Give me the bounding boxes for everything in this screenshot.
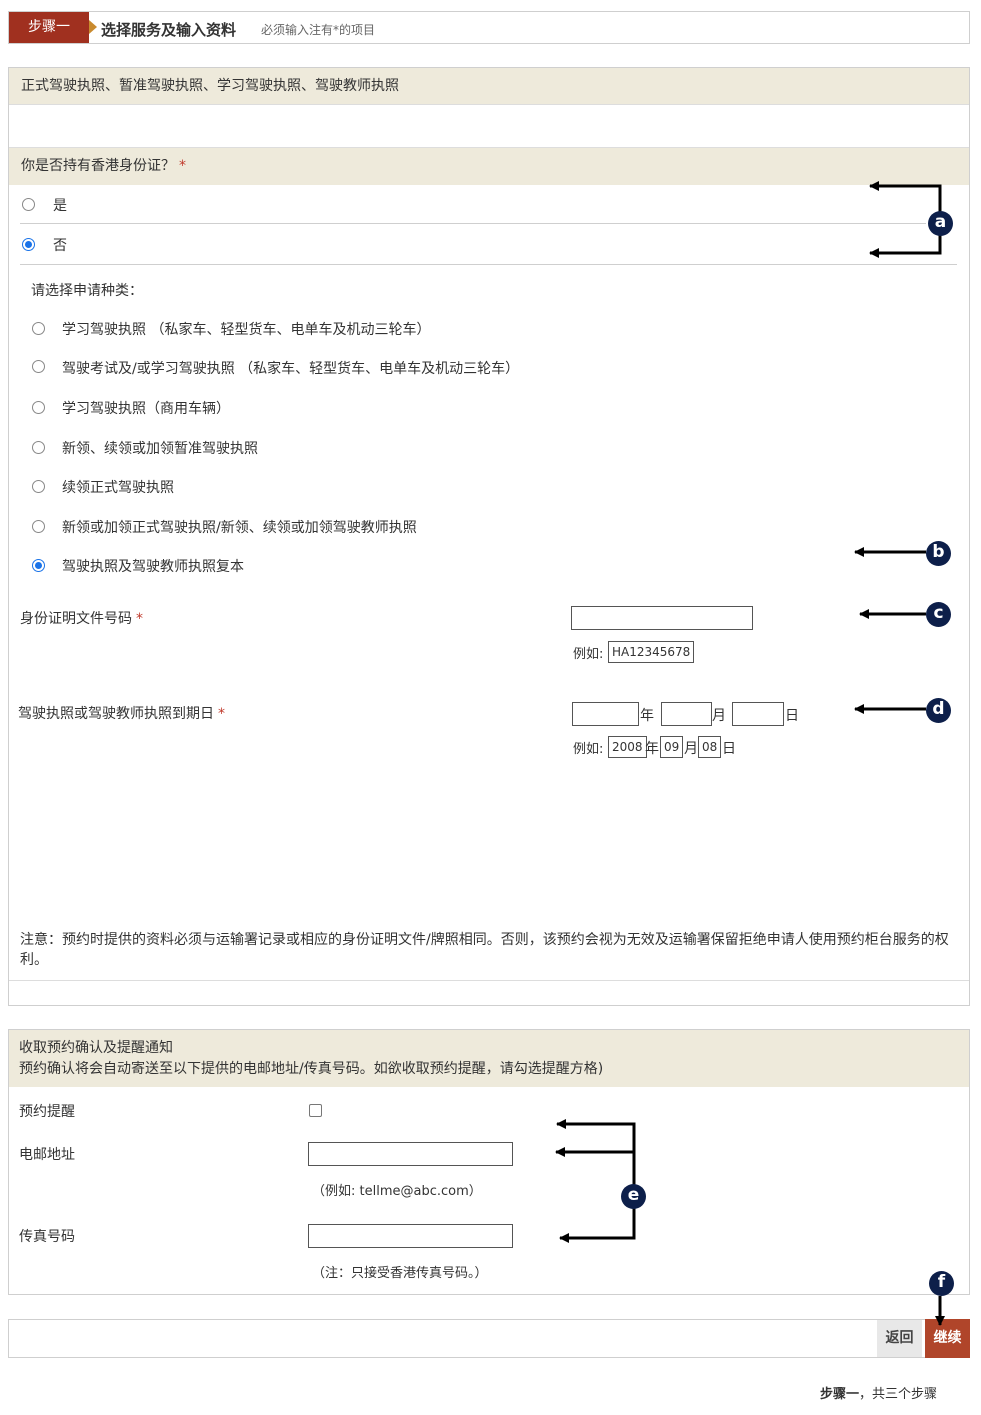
id-number-label: 身份证明文件号码* (20, 608, 143, 628)
arrow-e-top (556, 1119, 636, 1195)
id-number-input[interactable] (571, 606, 753, 630)
hkid-question-label: 你是否持有香港身份证？ (21, 158, 175, 174)
apptype-radio-1[interactable] (32, 322, 45, 335)
required-note: 必须输入注有*的项目 (261, 23, 376, 37)
email-label: 电邮地址 (19, 1147, 75, 1163)
services-bar: 正式驾驶执照、暂准驾驶执照、学习驾驶执照、驾驶教师执照 (9, 68, 969, 105)
annotation-marker-b: b (926, 541, 951, 566)
annotation-marker-c: c (926, 602, 951, 627)
day-unit: 日 (785, 708, 799, 724)
reminder-checkbox[interactable] (309, 1104, 322, 1117)
arrow-e-bottom (559, 1195, 636, 1243)
hkid-no-label[interactable]: 否 (53, 238, 67, 254)
example-month-unit: 月 (684, 741, 698, 757)
step-badge-arrow-icon (89, 20, 97, 34)
annotation-marker-f: f (929, 1271, 954, 1296)
date-example-month: 09 (660, 736, 684, 758)
step-title: 选择服务及输入资料 (101, 21, 237, 39)
apptype-radio-3[interactable] (32, 401, 45, 414)
year-unit: 年 (640, 708, 654, 724)
continue-button[interactable]: 继续 (925, 1319, 970, 1358)
apptype-radio-6[interactable] (32, 520, 45, 533)
application-type-label: 请选择申请种类： (31, 283, 143, 299)
hkid-yes-label[interactable]: 是 (53, 198, 67, 214)
step-progress-total: ，共三个步骤 (859, 1387, 938, 1402)
month-unit: 月 (712, 708, 726, 724)
back-button[interactable]: 返回 (877, 1320, 922, 1357)
example-day-unit: 日 (722, 741, 736, 757)
notification-title: 收取预约确认及提醒通知 (19, 1040, 173, 1056)
annotation-marker-a: a (928, 211, 953, 236)
date-example-day: 08 (698, 736, 722, 758)
step-progress-current: 步骤一 (820, 1387, 860, 1402)
required-mark: * (136, 611, 143, 627)
fax-label: 传真号码 (19, 1229, 75, 1245)
hkid-yes-radio[interactable] (22, 198, 35, 211)
apptype-radio-4[interactable] (32, 441, 45, 454)
notification-header: 收取预约确认及提醒通知 预约确认将会自动寄送至以下提供的电邮地址/传真号码。如欲… (9, 1030, 969, 1087)
id-number-label-text: 身份证明文件号码 (20, 611, 132, 627)
email-input[interactable] (308, 1142, 513, 1166)
apptype-label-1[interactable]: 学习驾驶执照 （私家车、轻型货车、电单车及机动三轮车） (62, 322, 431, 338)
apptype-label-7[interactable]: 驾驶执照及驾驶教师执照复本 (62, 559, 244, 575)
expiry-year-input[interactable] (572, 702, 639, 726)
step-header: 步骤一 选择服务及输入资料 必须输入注有*的项目 (8, 11, 970, 44)
expiry-date-label-text: 驾驶执照或驾驶教师执照到期日 (18, 706, 214, 722)
apptype-label-6[interactable]: 新领或加领正式驾驶执照/新领、续领或加领驾驶教师执照 (62, 520, 417, 536)
application-form: 你是否持有香港身份证？* 是 否 请选择申请种类： 学习驾驶执照 （私家车、轻型… (9, 147, 969, 981)
step-badge: 步骤一 (9, 12, 89, 43)
apptype-radio-5[interactable] (32, 480, 45, 493)
expiry-date-label: 驾驶执照或驾驶教师执照到期日* (18, 703, 225, 723)
email-hint: （例如: tellme@abc.com） (312, 1184, 482, 1199)
annotation-marker-e: e (621, 1184, 646, 1209)
annotation-marker-d: d (926, 698, 951, 723)
footer-bar: 返回 继续 (8, 1319, 970, 1358)
apptype-label-5[interactable]: 续领正式驾驶执照 (62, 480, 174, 496)
apptype-radio-7[interactable] (32, 559, 45, 572)
apptype-label-4[interactable]: 新领、续领或加领暂准驾驶执照 (62, 441, 258, 457)
date-example-label: 例如: (573, 742, 604, 757)
arrow-a-top (869, 181, 942, 223)
main-panel: 正式驾驶执照、暂准驾驶执照、学习驾驶执照、驾驶教师执照 你是否持有香港身份证？*… (8, 67, 970, 1006)
apptype-label-2[interactable]: 驾驶考试及/或学习驾驶执照 （私家车、轻型货车、电单车及机动三轮车） (62, 361, 520, 377)
divider (20, 264, 957, 265)
fax-hint: （注：只接受香港传真号码。） (312, 1266, 488, 1281)
apptype-radio-2[interactable] (32, 360, 45, 373)
notice-text: 注意：预约时提供的资料必须与运输署记录或相应的身份证明文件/牌照相同。否则，该预… (20, 932, 949, 968)
fax-input[interactable] (308, 1224, 513, 1248)
hkid-question: 你是否持有香港身份证？* (9, 148, 969, 185)
reminder-label: 预约提醒 (19, 1104, 75, 1120)
expiry-month-input[interactable] (661, 702, 712, 726)
required-mark: * (218, 706, 225, 722)
notification-panel: 收取预约确认及提醒通知 预约确认将会自动寄送至以下提供的电邮地址/传真号码。如欲… (8, 1029, 970, 1295)
id-example-value: HA12345678 (608, 641, 695, 663)
example-year-unit: 年 (645, 741, 659, 757)
notification-subtitle: 预约确认将会自动寄送至以下提供的电邮地址/传真号码。如欲收取预约提醒，请勾选提醒… (19, 1061, 604, 1077)
step-progress: 步骤一，共三个步骤 (820, 1383, 937, 1402)
expiry-day-input[interactable] (732, 702, 784, 726)
required-mark: * (179, 158, 186, 174)
hkid-no-radio[interactable] (22, 238, 35, 251)
apptype-label-3[interactable]: 学习驾驶执照（商用车辆） (62, 401, 230, 417)
divider (20, 223, 926, 224)
date-example-year: 2008 (608, 736, 647, 758)
id-example-label: 例如: (573, 647, 604, 662)
